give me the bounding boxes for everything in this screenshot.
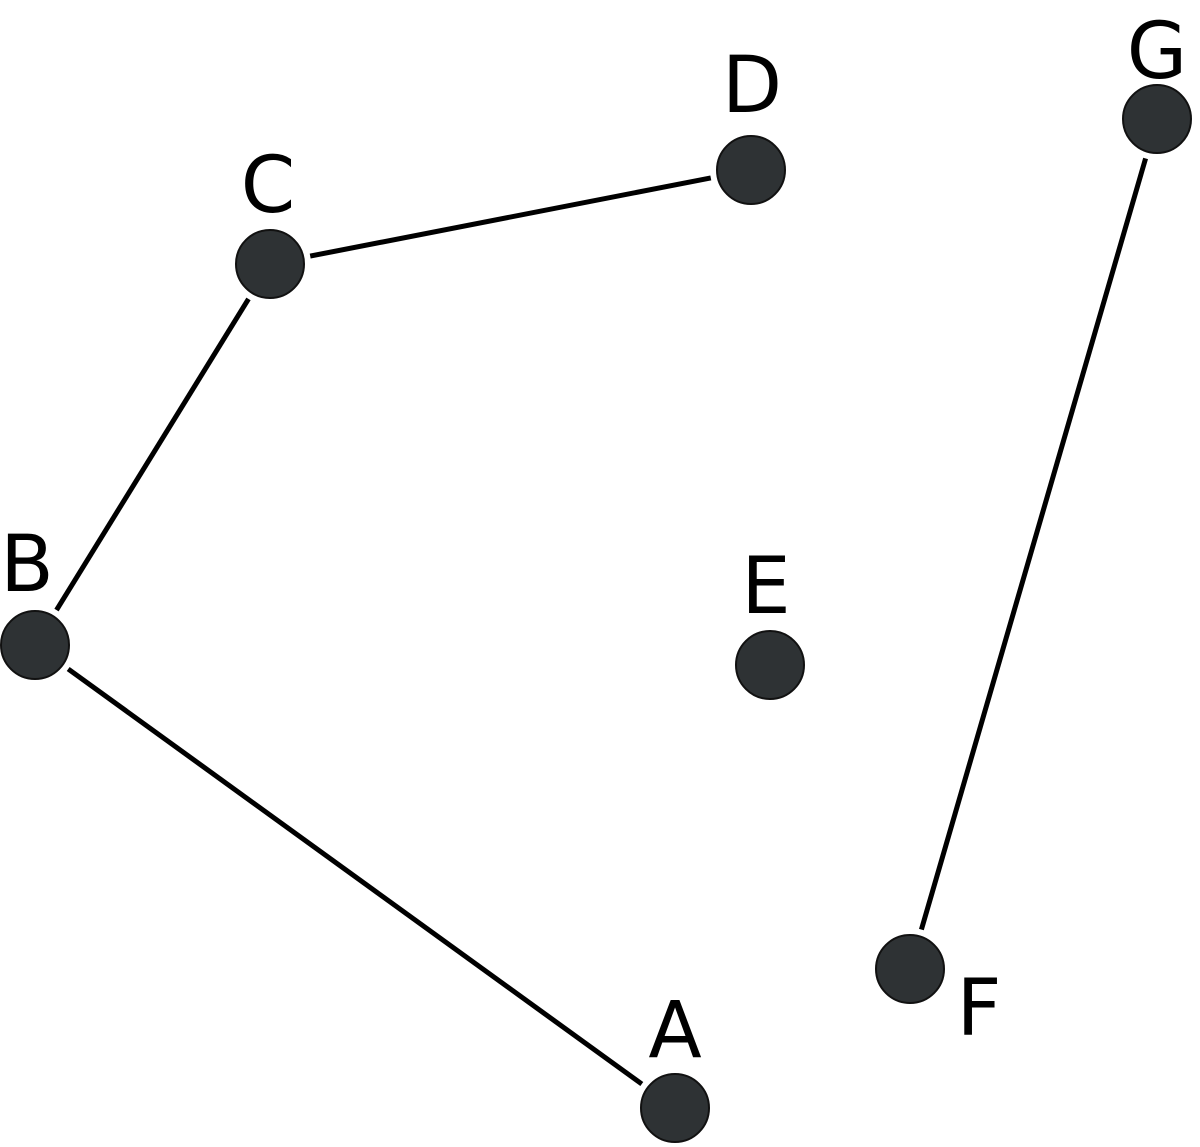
edge-b-c <box>54 297 251 612</box>
node-label-b: B <box>0 520 54 610</box>
graph-edges <box>54 157 1149 1087</box>
node-a <box>640 1073 710 1143</box>
node-label-c: C <box>241 141 295 231</box>
node-label-a: A <box>648 986 701 1076</box>
node-label-f: F <box>957 964 1002 1054</box>
edge-f-g <box>918 157 1149 931</box>
node-g <box>1122 84 1192 154</box>
edge-c-d <box>309 175 712 259</box>
edge-b-a <box>66 666 644 1087</box>
node-label-d: D <box>722 41 782 131</box>
node-label-g: G <box>1127 7 1187 97</box>
node-c <box>235 229 305 299</box>
node-d <box>716 135 786 205</box>
graph-labels: A B C D E F G <box>0 7 1187 1076</box>
graph-nodes <box>0 84 1192 1143</box>
node-e <box>735 630 805 700</box>
node-f <box>875 934 945 1004</box>
node-label-e: E <box>741 542 790 632</box>
node-b <box>0 610 70 680</box>
